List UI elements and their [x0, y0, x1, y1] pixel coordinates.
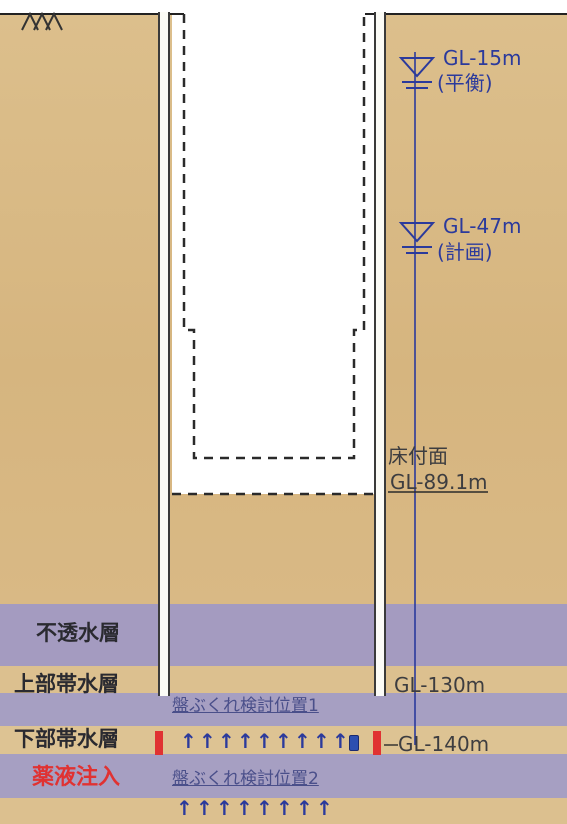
- upper-aquifer-label: 上部帯水層: [14, 672, 119, 696]
- impermeable-layer-label: 不透水層: [36, 621, 120, 645]
- uplift-arrow-icon: ↑: [236, 796, 253, 820]
- uplift-arrow-icon: ↑: [294, 729, 311, 753]
- lower-aquifer-label: 下部帯水層: [14, 727, 119, 751]
- measurement-marker: [349, 735, 359, 751]
- uplift-arrow-icon: ↑: [237, 729, 254, 753]
- check-position-label: 盤ぶくれ検討位置2: [172, 769, 319, 789]
- uplift-arrow-icon: ↑: [196, 796, 213, 820]
- depth-upper: GL-130m: [394, 673, 486, 697]
- ground-hatch-icon: [21, 11, 63, 31]
- depth-lower: GL-140m: [398, 732, 490, 756]
- uplift-arrow-icon: ↑: [313, 729, 330, 753]
- uplift-arrow-icon: ↑: [176, 796, 193, 820]
- floor-depth: GL-89.1m: [390, 470, 488, 494]
- uplift-arrow-icon: ↑: [332, 729, 349, 753]
- water-level-label: GL-15m: [443, 46, 522, 70]
- grout-marker-right: [373, 731, 381, 755]
- uplift-arrow-icon: ↑: [275, 729, 292, 753]
- grout-layer: [0, 754, 567, 798]
- water-level-label: GL-47m: [443, 214, 522, 238]
- grout-label: 薬液注入: [32, 765, 121, 790]
- impermeable-layer: [0, 604, 567, 666]
- uplift-arrow-icon: ↑: [216, 796, 233, 820]
- lower-aquifer-layer: [0, 726, 567, 754]
- water-level-note: (計画): [437, 240, 493, 264]
- uplift-arrow-icon: ↑: [218, 729, 235, 753]
- uplift-arrow-icon: ↑: [256, 796, 273, 820]
- upper-aquifer-layer: [0, 666, 567, 693]
- floor-label: 床付面: [388, 444, 448, 468]
- uplift-arrows-2: ↑↑↑↑↑↑↑↑: [176, 798, 356, 820]
- ground-surface: [0, 11, 567, 31]
- water-level-icon: [398, 222, 436, 254]
- excavation-void: [172, 0, 376, 494]
- uplift-arrow-icon: ↑: [180, 729, 197, 753]
- uplift-arrows-1: ↑↑↑↑↑↑↑↑↑: [180, 731, 350, 753]
- check-position-label: 盤ぶくれ検討位置1: [172, 696, 319, 716]
- water-level-icon: [398, 57, 436, 89]
- grout-marker-left: [155, 731, 163, 755]
- left-wall: [158, 12, 170, 696]
- uplift-arrow-icon: ↑: [316, 796, 333, 820]
- clay-layer: [0, 693, 567, 726]
- uplift-arrow-icon: ↑: [256, 729, 273, 753]
- uplift-arrow-icon: ↑: [296, 796, 313, 820]
- uplift-arrow-icon: ↑: [199, 729, 216, 753]
- uplift-arrow-icon: ↑: [276, 796, 293, 820]
- water-level-note: (平衡): [437, 71, 493, 95]
- soil-bottom: [0, 798, 567, 824]
- right-wall: [374, 12, 386, 696]
- top-gap: [0, 0, 567, 14]
